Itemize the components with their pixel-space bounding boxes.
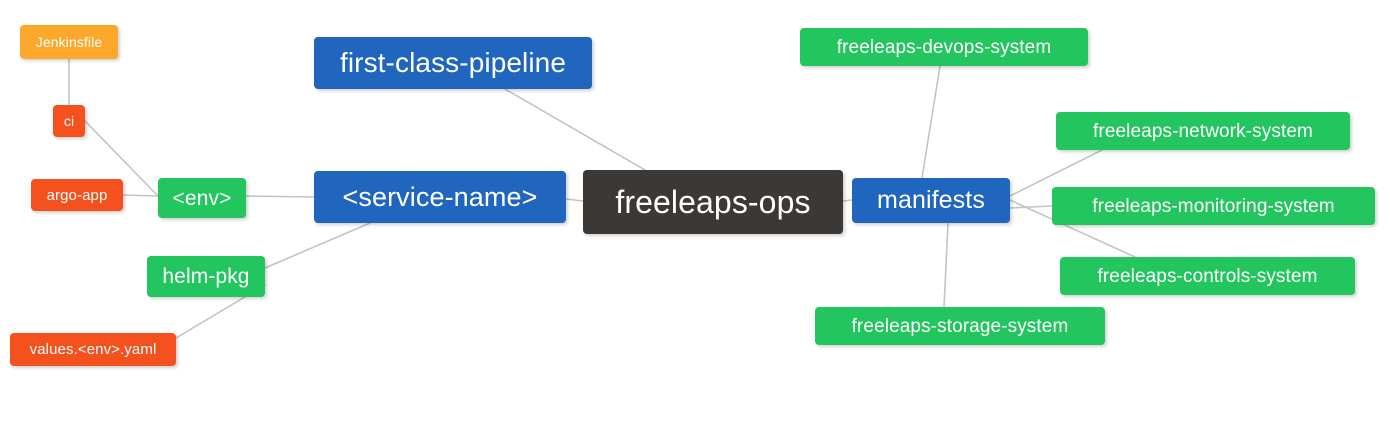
edge-manifests-to-freeleaps-monitoring-system [1009, 205, 1053, 209]
edge-manifests-to-freeleaps-network-system [1009, 149, 1103, 197]
edge-manifests-to-freeleaps-devops-system [921, 65, 941, 179]
node-freeleaps-ops[interactable]: freeleaps-ops [583, 170, 843, 234]
node-helm-pkg[interactable]: helm-pkg [147, 256, 265, 297]
node-argo-app[interactable]: argo-app [31, 179, 123, 211]
edge-service-name-to-freeleaps-ops [565, 198, 584, 202]
edge-env-to-service-name [245, 195, 315, 198]
node-freeleaps-monitoring-system[interactable]: freeleaps-monitoring-system [1052, 187, 1375, 225]
edge-freeleaps-ops-to-manifests [842, 199, 853, 202]
node-env[interactable]: <env> [158, 178, 246, 218]
node-freeleaps-devops-system[interactable]: freeleaps-devops-system [800, 28, 1088, 66]
node-freeleaps-storage-system[interactable]: freeleaps-storage-system [815, 307, 1105, 345]
node-freeleaps-network-system[interactable]: freeleaps-network-system [1056, 112, 1350, 150]
edge-first-class-pipeline-to-freeleaps-ops [504, 88, 646, 171]
node-values-yaml[interactable]: values.<env>.yaml [10, 333, 176, 366]
edge-helm-pkg-to-service-name [264, 222, 371, 269]
edge-manifests-to-freeleaps-controls-system [1009, 199, 1136, 258]
node-ci[interactable]: ci [53, 105, 85, 137]
node-freeleaps-controls-system[interactable]: freeleaps-controls-system [1060, 257, 1355, 295]
edge-manifests-to-freeleaps-storage-system [943, 222, 949, 308]
edge-argo-app-to-env [122, 194, 159, 197]
node-jenkinsfile[interactable]: Jenkinsfile [20, 25, 118, 59]
node-manifests[interactable]: manifests [852, 178, 1010, 223]
node-service-name[interactable]: <service-name> [314, 171, 566, 223]
edge-ci-to-env [84, 120, 159, 197]
node-first-class-pipeline[interactable]: first-class-pipeline [314, 37, 592, 89]
